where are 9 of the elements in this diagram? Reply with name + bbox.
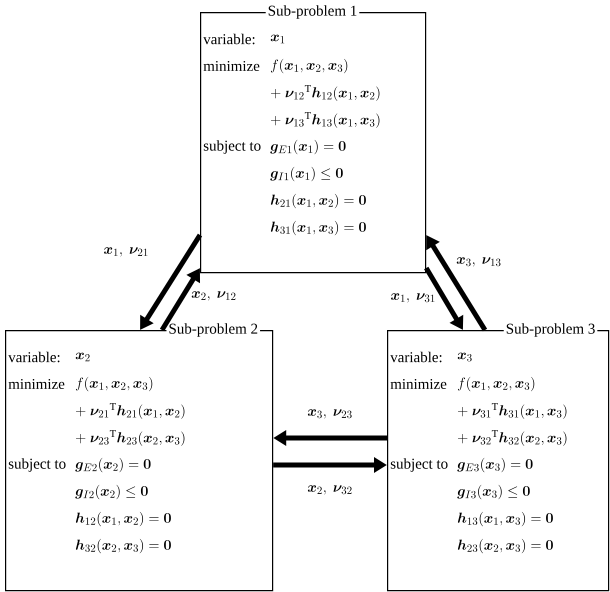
edge-label: $\bm{x}_1,\ \bm{\nu}_{21}$: [102, 246, 150, 258]
problem-box: Sub-problem 1 variable: $\bm{x}_1$ minimize $f(\bm{x}_1, \bm{x}_2, \bm{x}_3)$ $+\ \bm{\nu}_{12}{}^{\mathrm{T}}\bm{h}_{12}(\bm{x}_1, \bm{x}_2)$ $+\ \bm{\nu}_{13}{}^{\mathrm{T}}\bm{h}_{13}(\bm{x}_1, \bm{x}_3)$ subject to $\bm{g}_{E1}(\bm{x}_1) = \bm{0}$ $\bm{g}_{I1}(\bm{x}_1) \leq \bm{0}$ $\bm{h}_{21}(\bm{x}_1, \bm{x}_2) = \bm{0}$ $\bm{h}_{31}(\bm{x}_1, \bm{x}_3) = \bm{0}$: [200, 3, 426, 274]
edge-label: $\bm{x}_1,\ \bm{\nu}_{31}$: [390, 292, 437, 304]
edge-label: $\bm{x}_3,\ \bm{\nu}_{13}$: [455, 256, 502, 268]
problem-box: Sub-problem 3 variable: $\bm{x}_3$ minimize $f(\bm{x}_1, \bm{x}_2, \bm{x}_3)$ $+\ \bm{\nu}_{31}{}^{\mathrm{T}}\bm{h}_{31}(\bm{x}_1, \bm{x}_3)$ $+\ \bm{\nu}_{32}{}^{\mathrm{T}}\bm{h}_{32}(\bm{x}_2, \bm{x}_3)$ subject to $\bm{g}_{E3}(\bm{x}_3) = \bm{0}$ $\bm{g}_{I3}(\bm{x}_3) \leq \bm{0}$ $\bm{h}_{13}(\bm{x}_1, \bm{x}_3) = \bm{0}$ $\bm{h}_{23}(\bm{x}_2, \bm{x}_3) = \bm{0}$: [387, 321, 610, 592]
edge-label: $\bm{x}_2,\ \bm{\nu}_{12}$: [190, 290, 238, 302]
edge-label: $\bm{x}_2,\ \bm{\nu}_{32}$: [306, 484, 354, 496]
edge-label: $\bm{x}_3,\ \bm{\nu}_{23}$: [306, 408, 354, 420]
problem-box: Sub-problem 2 variable: $\bm{x}_2$ minimize $f(\bm{x}_1, \bm{x}_2, \bm{x}_3)$ $+\ \bm{\nu}_{21}{}^{\mathrm{T}}\bm{h}_{21}(\bm{x}_1, \bm{x}_2)$ $+\ \bm{\nu}_{23}{}^{\mathrm{T}}\bm{h}_{23}(\bm{x}_2, \bm{x}_3)$ subject to $\bm{g}_{E2}(\bm{x}_2) = \bm{0}$ $\bm{g}_{I2}(\bm{x}_2) \leq \bm{0}$ $\bm{h}_{12}(\bm{x}_1, \bm{x}_2) = \bm{0}$ $\bm{h}_{32}(\bm{x}_2, \bm{x}_3) = \bm{0}$: [5, 321, 274, 592]
